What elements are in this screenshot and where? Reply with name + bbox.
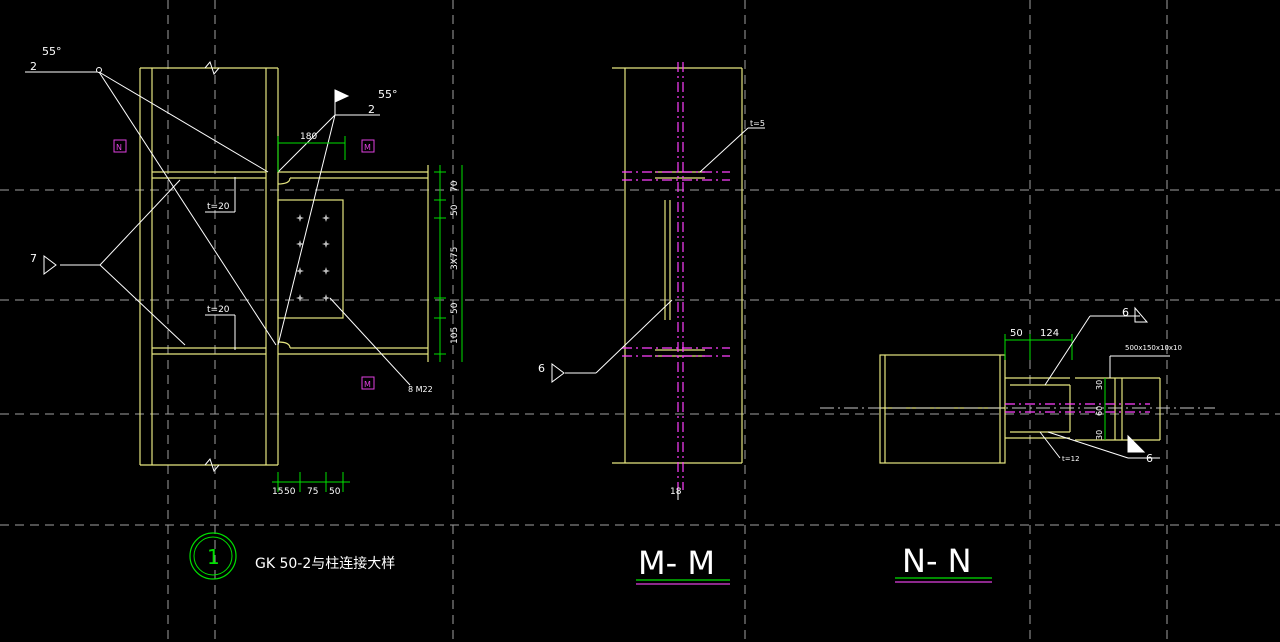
weld-angle-top-label: 55° <box>42 45 62 58</box>
break-symbol-bottom <box>204 457 220 473</box>
section-mm-drawing <box>551 62 765 585</box>
dim-bottom-15: 15 <box>272 487 283 497</box>
weld-7-label: 7 <box>30 252 37 265</box>
dim-vertical-50-top: 50 <box>450 204 460 216</box>
bolt-spec-label: 8 M22 <box>408 385 433 394</box>
dim-vertical-105: 105 <box>450 327 460 344</box>
section-nn-center-line <box>1005 403 1150 413</box>
section-nn-dim-30-bottom: 30 <box>1095 430 1104 440</box>
section-mm-dim-18-label: 18 <box>670 487 682 497</box>
dim-180-label: 180 <box>300 132 317 142</box>
section-nn-title: N- N <box>902 542 972 580</box>
leader-lines <box>25 67 411 386</box>
detail-number-label: 1 <box>207 545 220 569</box>
dim-vertical-50-bottom: 50 <box>450 302 460 314</box>
shear-plate <box>277 199 344 319</box>
section-mm-center-line <box>622 62 730 490</box>
beam-flanges <box>277 165 429 362</box>
section-nn-weld-6-bottom-label: 6 <box>1146 452 1153 465</box>
section-mm-title: M- M <box>638 544 715 582</box>
section-nn-weld-6-top-label: 6 <box>1122 306 1129 319</box>
dim-bottom-50-left: 50 <box>284 487 296 497</box>
section-mm-plate-thickness-label: t=5 <box>750 119 765 128</box>
section-nn-dim-50-label: 50 <box>1010 328 1023 339</box>
section-mark-boxes <box>113 139 375 390</box>
detail-number-circle <box>189 532 237 580</box>
stiffener-plates <box>152 171 266 355</box>
weld-size-right-label: 2 <box>368 103 375 116</box>
section-mark-n-label: N <box>116 143 122 152</box>
detail-number-circle-inner <box>193 536 233 576</box>
bolt-group <box>296 214 330 302</box>
dimension-lines <box>272 136 463 492</box>
section-nn-leaders <box>1039 306 1170 459</box>
dim-bottom-50-right: 50 <box>329 487 341 497</box>
section-mark-m-top-label: M <box>364 143 371 152</box>
section-mm-column <box>612 67 743 464</box>
stiffener-thickness-bottom-label: t=20 <box>207 305 230 315</box>
section-nn-plate-thickness-label: t=12 <box>1062 455 1080 463</box>
section-mm-leaders <box>551 127 765 500</box>
section-nn-dim-30-top: 30 <box>1095 380 1104 390</box>
weld-angle-right-label: 55° <box>378 88 398 101</box>
stiffener-thickness-top-label: t=20 <box>207 202 230 212</box>
section-mm-weld-6-label: 6 <box>538 362 545 375</box>
weld-size-top-label: 2 <box>30 60 37 73</box>
section-nn-beam-spec-label: 500x150x10x10 <box>1125 344 1182 352</box>
detail-caption: GK 50-2与柱连接大样 <box>255 555 395 572</box>
section-nn-dim-124-label: 124 <box>1040 328 1059 339</box>
detail-1-drawing <box>25 60 463 580</box>
section-nn-drawing <box>820 306 1215 583</box>
section-mark-m-bottom-label: M <box>364 380 371 389</box>
dim-bottom-75: 75 <box>307 487 318 497</box>
dim-vertical-3x75: 3X75 <box>450 247 460 270</box>
break-symbol-top <box>204 60 220 76</box>
section-nn-dimensions <box>1004 334 1106 440</box>
section-nn-dim-60: 60 <box>1095 406 1104 416</box>
dim-vertical-70: 70 <box>450 180 460 192</box>
